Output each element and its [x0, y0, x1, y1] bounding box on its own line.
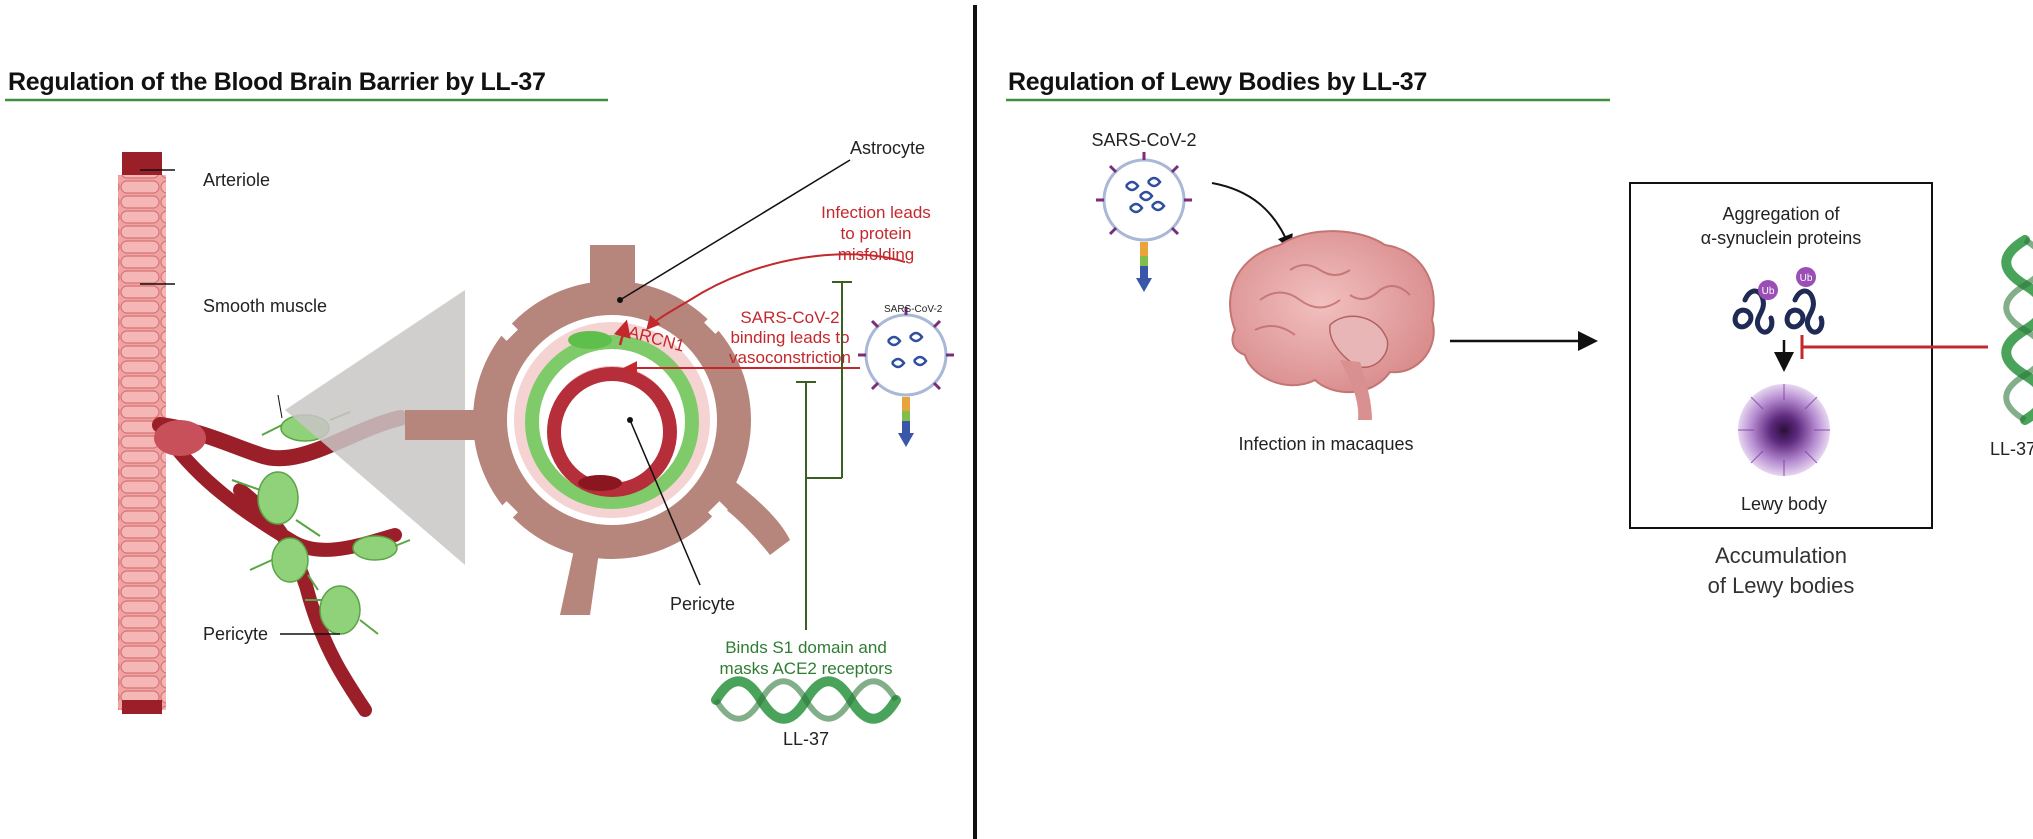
zoom-wedge [285, 290, 465, 565]
right-panel-title: Regulation of Lewy Bodies by LL-37 [1008, 68, 1427, 96]
label-pericyte-vessel: Pericyte [203, 624, 268, 644]
protein-aggregate-icon: Ub Ub [1732, 267, 1825, 335]
brain-icon [1229, 230, 1435, 420]
lewy-body-icon [1738, 384, 1830, 476]
ub-badge-2: Ub [1800, 273, 1813, 284]
blood-vessel-icon [118, 152, 411, 717]
astrocyte-icon [405, 245, 790, 615]
label-virus-left: SARS-CoV-2 [884, 304, 943, 315]
vaso-line-1: SARS-CoV-2 [740, 308, 839, 327]
label-infection: Infection in macaques [1238, 434, 1413, 454]
label-accumulation-1: Accumulation [1715, 543, 1847, 568]
misfolding-line-2: to protein [841, 224, 912, 243]
arrow-virus-to-brain [1211, 182, 1293, 251]
ub-badge-1: Ub [1762, 286, 1775, 297]
left-panel-title: Regulation of the Blood Brain Barrier by… [8, 68, 546, 96]
label-virus-right: SARS-CoV-2 [1091, 130, 1196, 150]
virus-icon-right [1096, 152, 1192, 292]
label-aggregation-2: α-synuclein proteins [1701, 228, 1861, 248]
virus-icon [858, 307, 954, 447]
label-astrocyte: Astrocyte [850, 138, 925, 158]
label-ll37-right: LL-37 [1990, 439, 2033, 459]
annotation-binds: Binds S1 domain and masks ACE2 receptors [720, 638, 893, 678]
inhibit-lines [796, 281, 852, 630]
label-lewy-body: Lewy body [1741, 494, 1827, 514]
binds-line-2: masks ACE2 receptors [720, 659, 893, 678]
vaso-line-2: binding leads to [730, 328, 849, 347]
label-ll37-left: LL-37 [783, 729, 829, 749]
helix-icon [711, 676, 901, 724]
label-aggregation-1: Aggregation of [1722, 204, 1840, 224]
helix-icon-right [2001, 235, 2033, 425]
annotation-vasoconstriction: SARS-CoV-2 binding leads to vasoconstric… [729, 308, 851, 367]
misfolding-line-1: Infection leads [821, 203, 931, 222]
binds-line-1: Binds S1 domain and [725, 638, 887, 657]
label-smooth-muscle: Smooth muscle [203, 296, 327, 316]
label-accumulation-2: of Lewy bodies [1708, 573, 1855, 598]
label-pericyte-cross: Pericyte [670, 594, 735, 614]
left-panel: Regulation of the Blood Brain Barrier by… [5, 68, 954, 749]
label-arteriole: Arteriole [203, 170, 270, 190]
right-panel: Regulation of Lewy Bodies by LL-37 SARS-… [1006, 68, 2033, 598]
vaso-line-3: vasoconstriction [729, 348, 851, 367]
